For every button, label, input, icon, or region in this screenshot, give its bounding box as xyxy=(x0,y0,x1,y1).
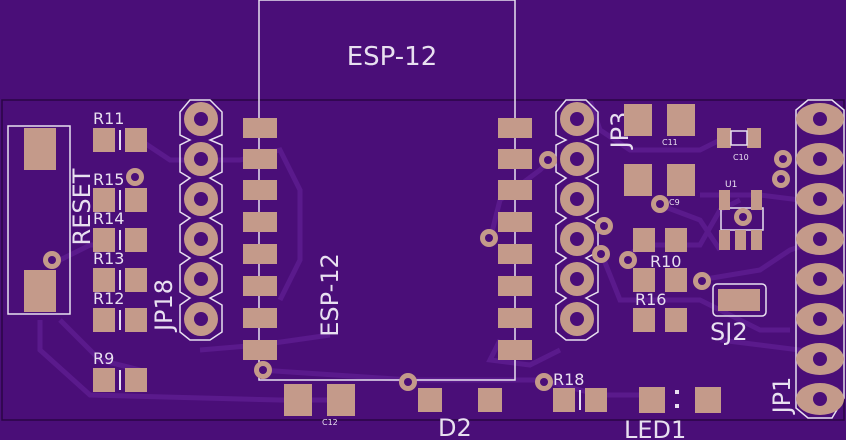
jp18-header xyxy=(179,99,223,341)
r18-footprint xyxy=(553,388,607,412)
esp12-side-label: ESP-12 xyxy=(316,253,344,337)
d2-label: D2 xyxy=(438,414,472,440)
u1-footprint xyxy=(719,190,764,250)
r15-label: R15 xyxy=(93,170,124,189)
jp1-header xyxy=(795,99,845,419)
esp-pads-right xyxy=(498,118,532,360)
r16-label: R16 xyxy=(635,290,666,309)
jp18-label: JP18 xyxy=(150,279,178,333)
c11-label: C11 xyxy=(662,138,678,147)
r9-label: R9 xyxy=(93,349,114,368)
resistor-pads-right xyxy=(633,228,687,332)
reset-button-footprint xyxy=(7,125,71,315)
c10-footprint xyxy=(717,128,761,148)
r18-label: R18 xyxy=(553,370,584,389)
u1-label: U1 xyxy=(725,180,737,190)
esp-pads-left xyxy=(243,118,277,360)
led1-label: LED1 xyxy=(624,416,686,440)
d2-footprint xyxy=(418,388,502,412)
r13-label: R13 xyxy=(93,249,124,268)
vias xyxy=(43,150,792,391)
jp1-label: JP1 xyxy=(768,377,796,416)
sj2-footprint xyxy=(712,283,767,317)
r14-label: R14 xyxy=(93,209,124,228)
c9-label: C9 xyxy=(669,198,680,207)
capacitor-pads xyxy=(624,104,695,196)
esp12-top-label: ESP-12 xyxy=(347,42,438,72)
c10-label: C10 xyxy=(733,153,749,162)
sj2-label: SJ2 xyxy=(710,318,748,346)
reset-label: RESET xyxy=(68,168,96,245)
led1-footprint xyxy=(639,387,721,413)
r11-label: R11 xyxy=(93,109,124,128)
c12-label: C12 xyxy=(322,418,338,427)
c12-footprint xyxy=(284,384,355,416)
jp3-header xyxy=(555,99,599,341)
r12-label: R12 xyxy=(93,289,124,308)
r10-label: R10 xyxy=(650,252,681,271)
resistor-pads-left xyxy=(93,128,147,392)
